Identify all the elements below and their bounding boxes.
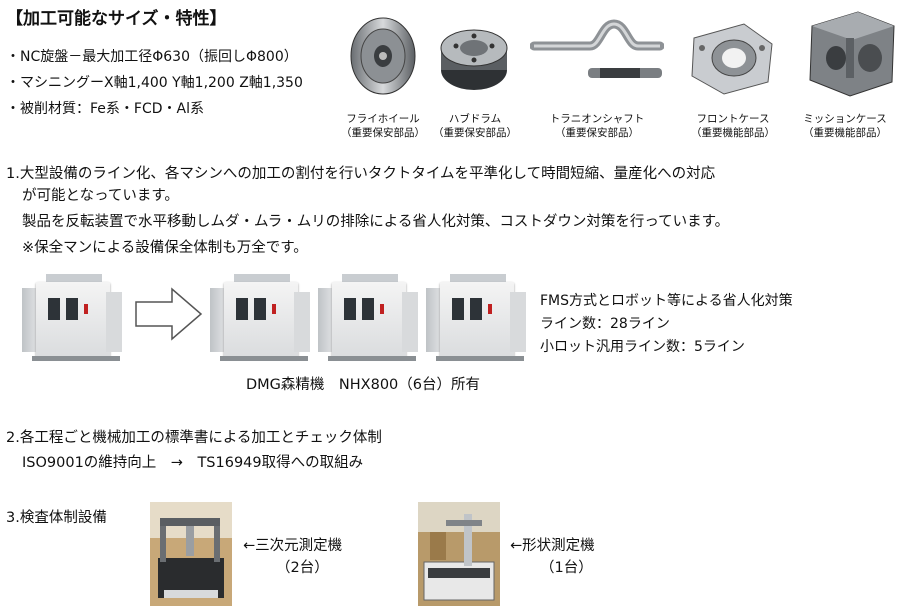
hub-drum-icon — [440, 29, 508, 90]
part-note: （重要保安部品） — [555, 127, 639, 139]
fms-line2: ライン数：28ライン — [540, 316, 670, 332]
flywheel-icon — [350, 17, 416, 95]
section1-line3: 製品を反転装置で水平移動しムダ・ムラ・ムリの排除による省人化対策、コストダウン対… — [22, 214, 730, 230]
machine-caption: DMG森精機 NHX800（6台）所有 — [246, 377, 480, 393]
fms-line1: FMS方式とロボット等による省人化対策 — [540, 293, 793, 309]
part-mission-case: ミッションケース （重要機能部品） — [790, 112, 900, 140]
spec-material: ・被削材質：Fe系・FCD・Al系 — [6, 101, 204, 117]
machine-image — [210, 274, 310, 362]
machine-image — [426, 274, 526, 362]
shape-count: （1台） — [540, 560, 593, 576]
page-title: 【加工可能なサイズ・特性】 — [6, 9, 227, 29]
front-case-icon — [691, 23, 773, 95]
part-name: ミッションケース — [803, 113, 887, 125]
section1-line1: 1.大型設備のライン化、各マシンへの加工の割付を行いタクトタイムを平準化して時間… — [6, 166, 716, 182]
part-note: （重要機能部品） — [803, 127, 887, 139]
part-front-case: フロントケース （重要機能部品） — [678, 112, 788, 140]
machine-image — [22, 274, 122, 362]
spec-machining: ・マシニングーX軸1,400 Y軸1,200 Z軸1,350 — [6, 75, 303, 91]
trunnion-shaft-icon — [530, 19, 664, 78]
shape-label: ←形状測定機 — [510, 538, 595, 554]
part-note: （重要機能部品） — [691, 127, 775, 139]
section3-title: 3.検査体制設備 — [6, 510, 107, 526]
part-hub-drum: ハブドラム （重要保安部品） — [420, 112, 530, 140]
shape-measuring-photo — [418, 502, 500, 606]
part-flywheel: フライホイール （重要保安部品） — [328, 112, 438, 140]
part-note: （重要保安部品） — [433, 127, 517, 139]
part-name: フライホイール — [346, 113, 420, 125]
spec-nc-lathe: ・NC旋盤－最大加工径Φ630（振回しΦ800） — [6, 49, 298, 65]
cmm-photo — [150, 502, 232, 606]
part-trunnion-shaft: トラニオンシャフト （重要保安部品） — [542, 112, 652, 140]
cmm-label: ←三次元測定機 — [243, 538, 343, 554]
right-arrow-icon — [135, 287, 203, 341]
section1-line4: ※保全マンによる設備保全体制も万全です。 — [22, 240, 308, 256]
part-name: トラニオンシャフト — [549, 113, 645, 125]
machine-image — [318, 274, 418, 362]
section2-line2: ISO9001の維持向上 → TS16949取得への取組み — [22, 455, 364, 471]
mission-case-icon — [809, 11, 895, 97]
cmm-count: （2台） — [276, 560, 329, 576]
part-name: ハブドラム — [448, 113, 502, 125]
fms-line3: 小ロット汎用ライン数：5ライン — [540, 339, 745, 355]
section2-line1: 2.各工程ごと機械加工の標準書による加工とチェック体制 — [6, 430, 382, 446]
part-note: （重要保安部品） — [341, 127, 425, 139]
part-name: フロントケース — [696, 113, 770, 125]
section1-line2: が可能となっています。 — [22, 188, 179, 204]
